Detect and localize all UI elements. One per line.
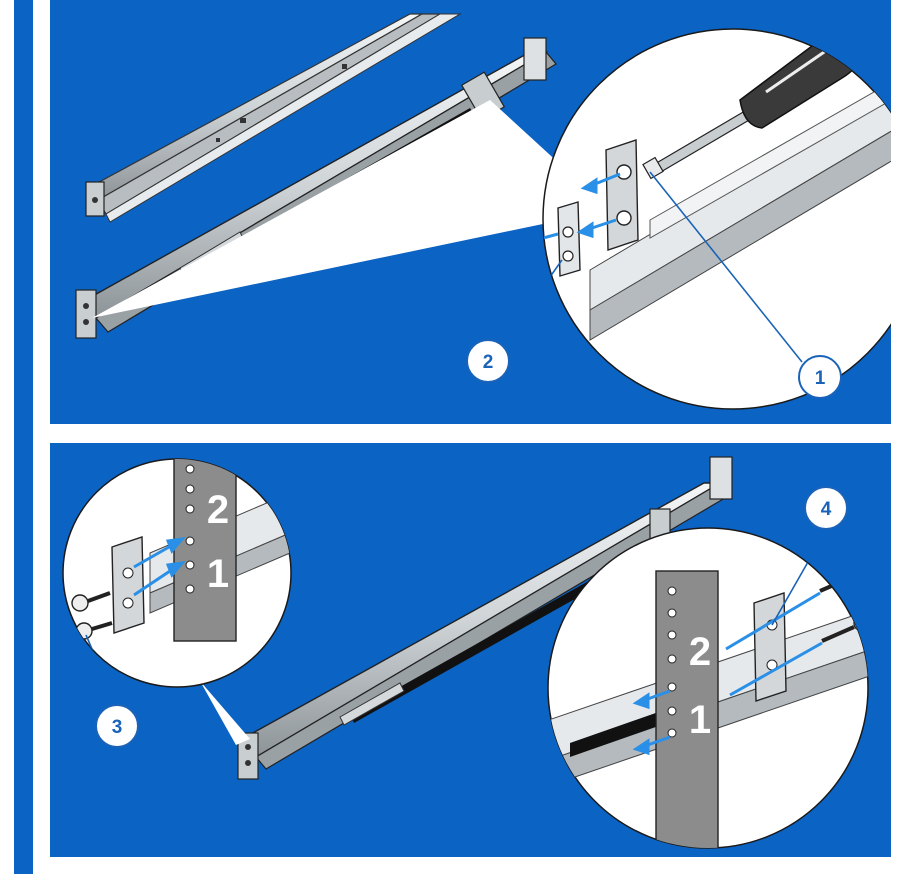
top-illustration: 1 2	[50, 0, 891, 424]
magnified-detail-left: 2 1	[63, 451, 291, 705]
bottom-illustration: 2 1	[50, 443, 891, 857]
magnified-detail-top	[498, 29, 891, 409]
post-label-2-right: 2	[689, 630, 711, 674]
svg-text:1: 1	[815, 368, 826, 389]
callout-2: 2	[467, 340, 509, 382]
panel-bottom-rack-mount: 2 1	[50, 443, 891, 857]
post-label-2-left: 2	[207, 488, 229, 532]
svg-text:4: 4	[821, 499, 832, 520]
rack-post-left	[174, 451, 236, 641]
post-label-1-left: 1	[207, 552, 229, 596]
panel-top-rail-assembly: 1 2	[50, 0, 891, 424]
callout-3: 3	[96, 705, 138, 747]
callout-1: 1	[799, 356, 841, 398]
svg-text:2: 2	[483, 352, 494, 373]
zoom-funnel	[92, 100, 610, 318]
zoom-funnel-left	[200, 681, 250, 745]
post-label-1-right: 1	[689, 698, 711, 742]
callout-4: 4	[805, 487, 847, 529]
left-accent-bar	[14, 0, 33, 874]
magnified-detail-right: 2 1	[540, 527, 890, 857]
svg-text:3: 3	[112, 717, 123, 738]
